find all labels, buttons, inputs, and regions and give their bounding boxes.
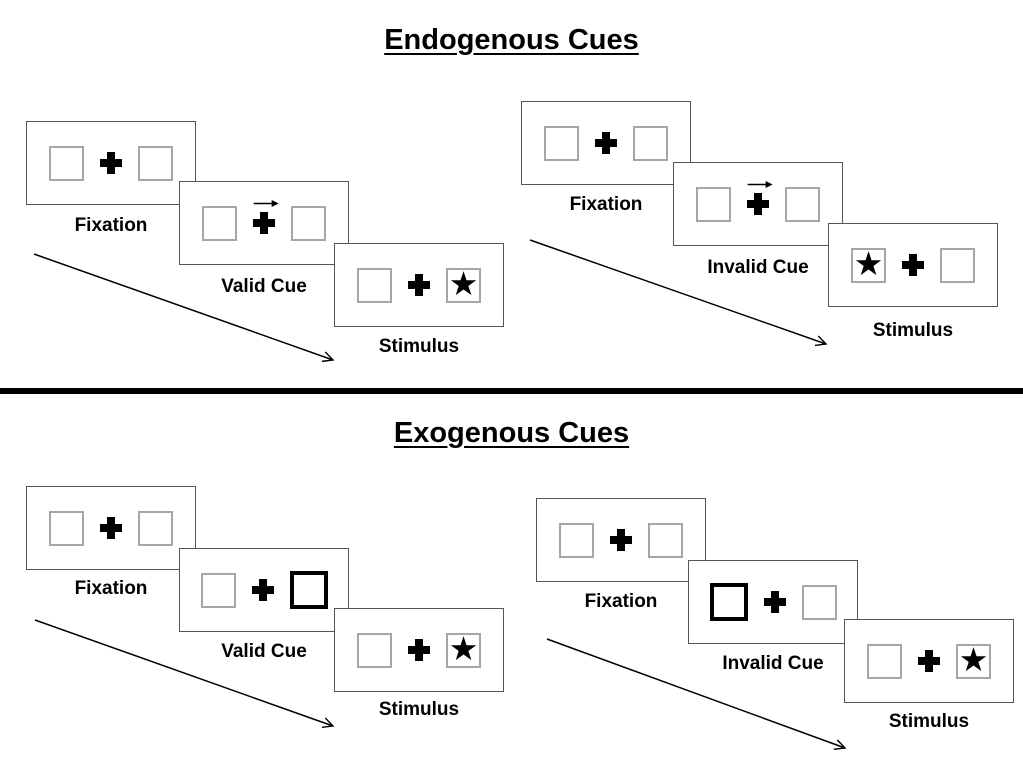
valid-cue-screen — [179, 181, 349, 265]
target-star-icon: ★ — [448, 629, 479, 667]
panel-label: Fixation — [74, 215, 148, 236]
right-placeholder-box — [648, 522, 683, 558]
valid-cue-screen — [179, 548, 349, 632]
right-placeholder-box — [801, 584, 837, 620]
fixation-screen — [26, 121, 196, 205]
fixation-cross-icon — [252, 200, 279, 234]
stimulus-screen: ★ — [334, 243, 504, 327]
fixation-screen — [26, 486, 196, 570]
panel-label: Valid Cue — [221, 276, 307, 297]
section-title-exogenous: Exogenous Cues — [393, 417, 630, 449]
time-sequence-arrow — [529, 239, 828, 347]
fixation-cross-icon — [594, 132, 618, 154]
fixation-cross-icon — [763, 591, 787, 613]
left-placeholder-box — [357, 267, 392, 303]
panel-label: Fixation — [584, 591, 658, 612]
time-sequence-arrow — [34, 619, 335, 729]
right-placeholder-box — [633, 125, 668, 161]
fixation-screen — [521, 101, 691, 185]
fixation-cross-icon — [407, 639, 431, 661]
section-divider — [0, 388, 1023, 394]
panel-label: Stimulus — [872, 320, 954, 341]
right-placeholder-box — [138, 145, 173, 181]
time-sequence-arrow — [546, 638, 847, 750]
target-box: ★ — [446, 629, 481, 668]
left-placeholder-box — [202, 205, 237, 241]
left-placeholder-box — [49, 145, 84, 181]
target-star-icon: ★ — [853, 244, 884, 282]
panel-label: Invalid Cue — [707, 257, 809, 278]
time-sequence-arrow — [33, 253, 335, 363]
right-placeholder-box — [291, 205, 326, 241]
fixation-cross-icon — [746, 181, 773, 215]
target-star-icon: ★ — [448, 264, 479, 302]
stimulus-screen: ★ — [828, 223, 998, 307]
panel-label: Valid Cue — [221, 641, 307, 662]
panel-label: Fixation — [569, 194, 643, 215]
left-placeholder-box — [49, 510, 84, 546]
section-title-endogenous: Endogenous Cues — [384, 24, 639, 56]
cue-highlight-box — [289, 571, 328, 609]
invalid-cue-screen — [688, 560, 858, 644]
fixation-cross-icon — [99, 517, 123, 539]
right-placeholder-box — [138, 510, 173, 546]
fixation-cross-icon — [901, 254, 925, 276]
right-arrow-icon — [253, 200, 279, 207]
invalid-cue-screen — [673, 162, 843, 246]
left-placeholder-box — [559, 522, 594, 558]
target-star-icon: ★ — [958, 640, 989, 678]
target-box: ★ — [851, 244, 886, 283]
target-box: ★ — [956, 640, 991, 679]
fixation-cross-icon — [407, 274, 431, 296]
fixation-cross-icon — [917, 650, 941, 672]
fixation-screen — [536, 498, 706, 582]
right-placeholder-box — [785, 186, 820, 222]
right-placeholder-box — [940, 247, 975, 283]
fixation-cross-icon — [251, 579, 275, 601]
right-arrow-icon — [747, 181, 773, 188]
left-placeholder-box — [544, 125, 579, 161]
panel-label: Stimulus — [378, 699, 460, 720]
stimulus-screen: ★ — [844, 619, 1014, 703]
left-placeholder-box — [696, 186, 731, 222]
panel-label: Invalid Cue — [722, 653, 824, 674]
panel-label: Fixation — [74, 578, 148, 599]
panel-label: Stimulus — [378, 336, 460, 357]
left-placeholder-box — [867, 643, 902, 679]
cue-highlight-box — [709, 583, 748, 621]
fixation-cross-icon — [99, 152, 123, 174]
target-box: ★ — [446, 264, 481, 303]
panel-label: Stimulus — [888, 711, 970, 732]
fixation-cross-icon — [609, 529, 633, 551]
stimulus-screen: ★ — [334, 608, 504, 692]
left-placeholder-box — [200, 572, 236, 608]
left-placeholder-box — [357, 632, 392, 668]
